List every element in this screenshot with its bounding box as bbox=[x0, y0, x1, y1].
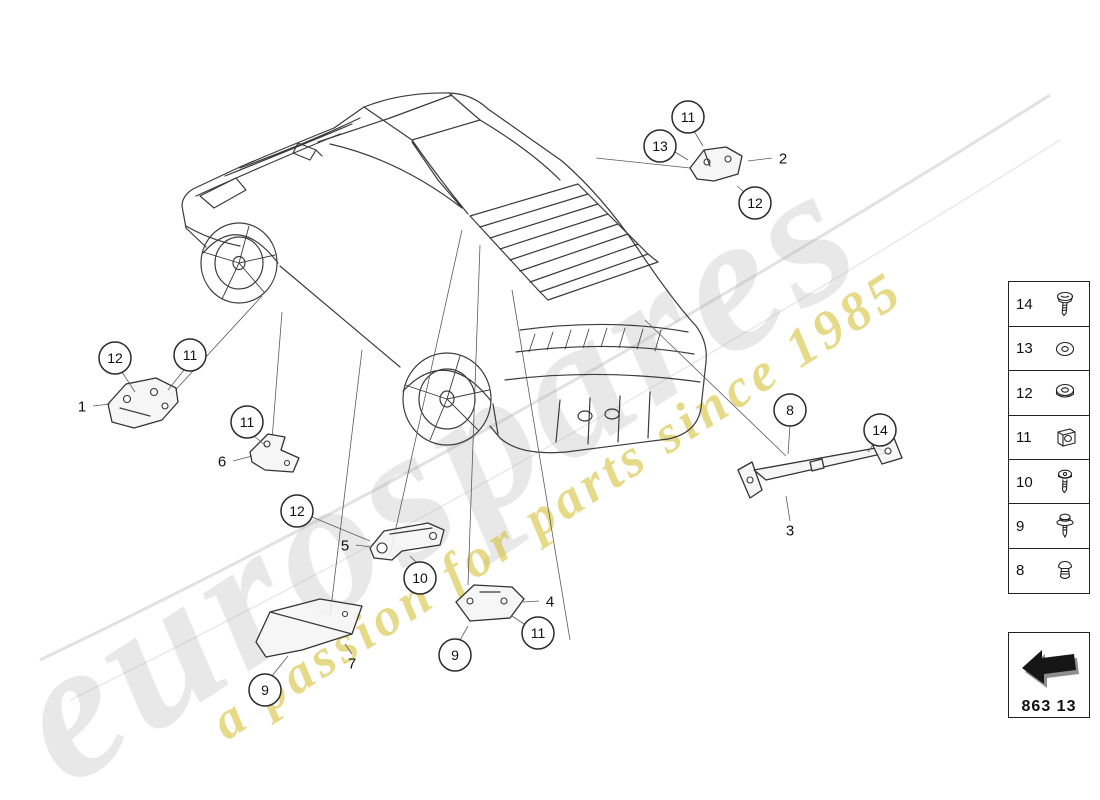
callout-label: 14 bbox=[872, 422, 888, 438]
part-label-7[interactable]: 7 bbox=[348, 655, 356, 672]
diagram-part-code: 863 13 bbox=[1021, 698, 1077, 715]
callout-12-b[interactable]: 12 bbox=[280, 494, 314, 528]
part-3-bracket bbox=[737, 437, 903, 499]
legend-number: 14 bbox=[1016, 295, 1033, 313]
callout-label: 12 bbox=[747, 195, 763, 211]
callout-label: 13 bbox=[652, 138, 668, 154]
callout-12-c[interactable]: 12 bbox=[738, 186, 772, 220]
callout-label: 11 bbox=[183, 347, 198, 363]
callout-13[interactable]: 13 bbox=[643, 129, 677, 163]
part-2-bracket bbox=[689, 146, 743, 182]
legend-number: 9 bbox=[1016, 517, 1025, 535]
leader-lines-long bbox=[169, 157, 787, 641]
callout-label: 9 bbox=[451, 647, 459, 663]
legend-row-14[interactable]: 14 bbox=[1008, 281, 1090, 328]
callout-12-a[interactable]: 12 bbox=[98, 341, 132, 375]
clip-nut-icon bbox=[1040, 422, 1089, 454]
grommet-icon bbox=[1040, 555, 1089, 587]
callout-11-b[interactable]: 11 bbox=[230, 405, 264, 439]
part-label-5[interactable]: 5 bbox=[341, 537, 349, 554]
part-label-6[interactable]: 6 bbox=[218, 453, 226, 470]
hardware-legend: 14 13 12 bbox=[1008, 281, 1090, 594]
part-4-bracket bbox=[455, 584, 525, 622]
callout-label: 12 bbox=[107, 350, 123, 366]
part-label-1[interactable]: 1 bbox=[78, 398, 86, 415]
front-wheel bbox=[200, 222, 278, 304]
legend-row-9[interactable]: 9 bbox=[1008, 503, 1090, 550]
callout-8[interactable]: 8 bbox=[773, 393, 807, 427]
callout-11-d[interactable]: 11 bbox=[671, 100, 705, 134]
torx-screw-icon bbox=[1040, 466, 1089, 498]
leader-lines-short bbox=[92, 130, 875, 677]
legend-row-11[interactable]: 11 bbox=[1008, 414, 1090, 461]
callout-9-a[interactable]: 9 bbox=[248, 673, 282, 707]
callout-label: 9 bbox=[261, 682, 269, 698]
pan-head-screw-icon bbox=[1040, 288, 1089, 320]
callout-9-b[interactable]: 9 bbox=[438, 638, 472, 672]
callout-label: 11 bbox=[681, 109, 696, 125]
part-label-3[interactable]: 3 bbox=[786, 522, 794, 539]
callout-label: 10 bbox=[412, 570, 428, 586]
part-label-2[interactable]: 2 bbox=[779, 150, 787, 167]
callout-11-c[interactable]: 11 bbox=[521, 616, 555, 650]
legend-number: 13 bbox=[1016, 340, 1033, 358]
flange-nut-icon bbox=[1040, 377, 1089, 409]
callout-11-a[interactable]: 11 bbox=[173, 338, 207, 372]
legend-number: 12 bbox=[1016, 384, 1033, 402]
callout-label: 11 bbox=[531, 625, 546, 641]
legend-number: 8 bbox=[1016, 562, 1025, 580]
part-7-bracket bbox=[255, 598, 363, 658]
callout-label: 12 bbox=[289, 503, 305, 519]
back-arrow-icon bbox=[1016, 641, 1082, 698]
callout-10[interactable]: 10 bbox=[403, 561, 437, 595]
washer-icon bbox=[1040, 333, 1089, 365]
legend-row-10[interactable]: 10 bbox=[1008, 459, 1090, 506]
legend-row-8[interactable]: 8 bbox=[1008, 547, 1090, 594]
callout-label: 8 bbox=[786, 402, 794, 418]
part-1-bracket bbox=[107, 377, 179, 429]
legend-number: 11 bbox=[1016, 429, 1032, 447]
diagram-code-box[interactable]: 863 13 bbox=[1008, 632, 1090, 718]
bolt-washer-icon bbox=[1040, 510, 1089, 542]
callout-14[interactable]: 14 bbox=[863, 413, 897, 447]
rear-wheel bbox=[402, 352, 492, 446]
part-6-bracket bbox=[249, 433, 300, 473]
legend-number: 10 bbox=[1016, 473, 1033, 491]
legend-row-13[interactable]: 13 bbox=[1008, 325, 1090, 372]
part-label-4[interactable]: 4 bbox=[546, 593, 554, 610]
car-wireframe-drawing bbox=[181, 92, 707, 454]
part-5-bracket bbox=[369, 522, 445, 561]
legend-row-12[interactable]: 12 bbox=[1008, 370, 1090, 417]
callout-label: 11 bbox=[240, 414, 255, 430]
